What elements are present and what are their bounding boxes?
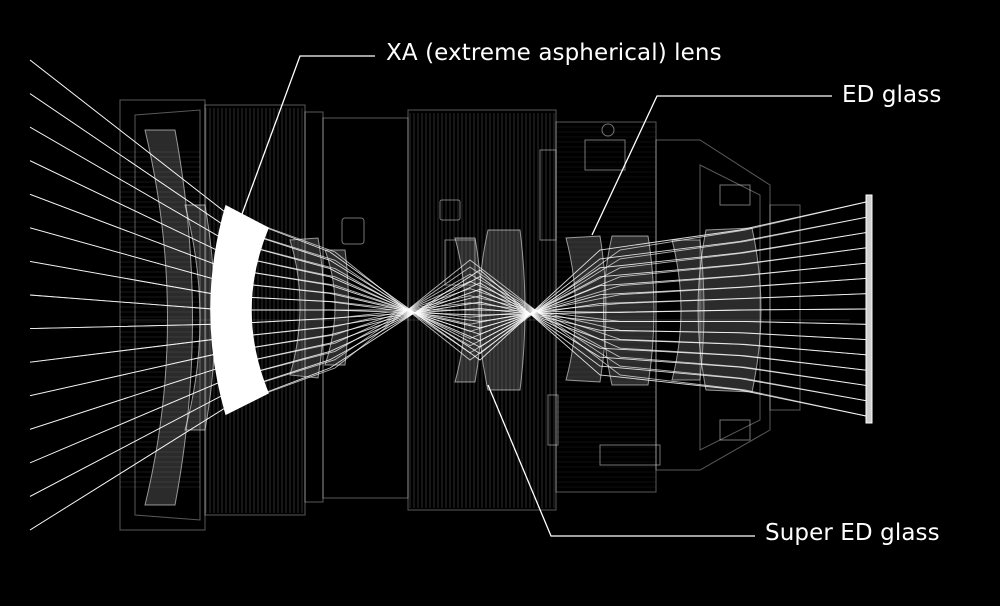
barrel-details bbox=[341, 123, 751, 466]
callout-leaders bbox=[237, 55, 832, 537]
xa-leader-line bbox=[237, 55, 375, 226]
ed-glass-label: ED glass bbox=[842, 82, 942, 108]
super-ed-leader-line bbox=[487, 384, 755, 537]
xa-lens-label: XA (extreme aspherical) lens bbox=[386, 40, 722, 66]
ed-leader-line bbox=[591, 95, 832, 236]
image-sensor bbox=[865, 194, 873, 424]
super-ed-glass-label: Super ED glass bbox=[765, 520, 940, 546]
xa-aspherical-element bbox=[210, 204, 269, 416]
